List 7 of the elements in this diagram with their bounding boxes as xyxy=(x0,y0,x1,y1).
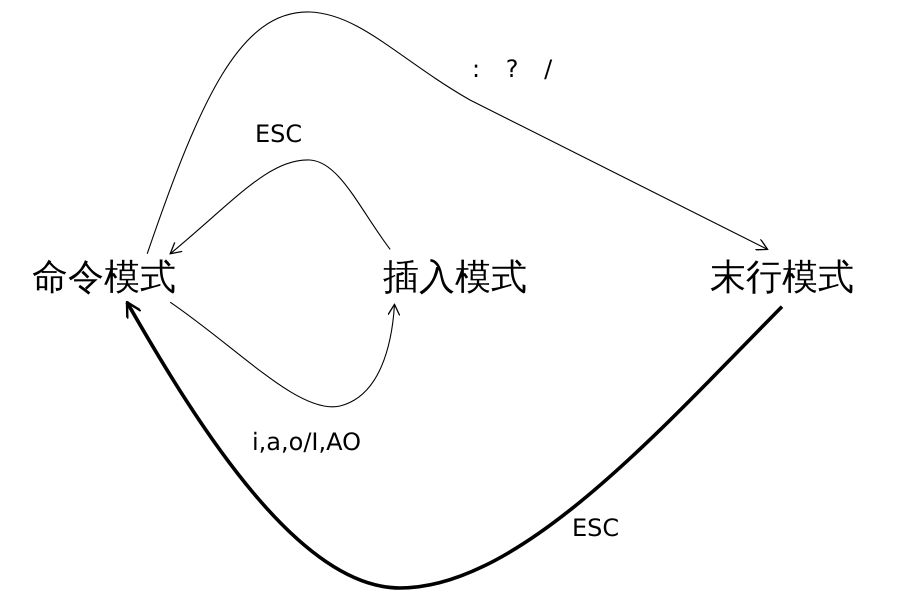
arrow xyxy=(146,11,768,254)
arrow xyxy=(170,302,400,408)
mode-label: 末行模式 xyxy=(710,256,854,300)
arrow xyxy=(170,159,391,254)
arrow xyxy=(125,301,784,590)
mode-label: 插入模式 xyxy=(383,256,527,300)
mode-label: 命令模式 xyxy=(32,256,176,300)
